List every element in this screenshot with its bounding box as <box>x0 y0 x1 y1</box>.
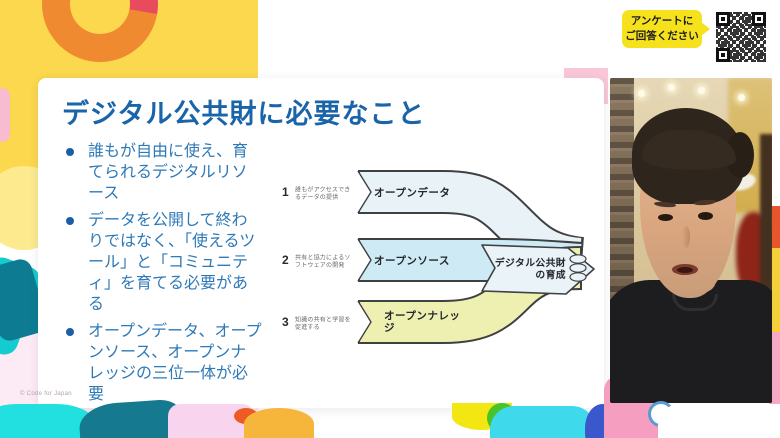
bg-shape-yellow-sliver <box>769 248 780 336</box>
person-eye <box>698 212 713 220</box>
person-nose <box>682 226 690 248</box>
bullet-item: データを公開して終わりではなく、「使えるツール」と「コミュニティ」を育てる必要が… <box>62 211 262 315</box>
banner-label-open-knowledge: オープンナレッ <box>384 309 460 322</box>
survey-badge-label: アンケートに ご回答ください <box>625 14 699 42</box>
qr-finder-icon <box>752 12 766 26</box>
qr-finder-icon <box>716 12 730 26</box>
step-note: 知識の共有と学習を <box>295 316 351 324</box>
banner-label-open-data: オープンデータ <box>374 186 450 199</box>
database-icon <box>569 254 587 282</box>
step-note: フトウェアの開発 <box>295 261 345 269</box>
banner-notch <box>357 238 372 282</box>
step-note: るデータの提供 <box>295 193 338 201</box>
ceiling-light <box>738 94 745 101</box>
step-number: 3 <box>282 315 289 329</box>
slide-footer-credit: © Code for Japan <box>20 391 72 397</box>
bullet-text: オープンデータ、オープンソース、オープンナレッジの三位一体が必要 <box>88 323 262 403</box>
bg-shape-pink-strip <box>0 88 10 142</box>
banner-notch <box>357 300 372 344</box>
bg-shape-white-card <box>658 404 780 438</box>
step-number: 1 <box>282 185 289 199</box>
banner-notch <box>357 170 372 214</box>
bullet-text: データを公開して終わりではなく、「使えるツール」と「コミュニティ」を育てる必要が… <box>88 212 256 313</box>
qr-code <box>712 8 770 66</box>
step-number: 2 <box>282 253 289 267</box>
result-badge <box>481 244 595 295</box>
bg-shape-pink-sliver <box>769 332 780 412</box>
person-mouth-open <box>677 267 693 273</box>
qr-finder-icon <box>716 48 730 62</box>
step-note: 共有と協力によるソ <box>295 254 351 262</box>
bullet-dot-icon <box>66 217 74 226</box>
bullet-item: オープンデータ、オープンソース、オープンナレッジの三位一体が必要 <box>62 322 262 405</box>
flow-diagram: 1 2 3 誰もがアクセスでき るデータの提供 共有と協力によるソ フトウェアの… <box>282 170 595 344</box>
step-note: 促進する <box>295 323 320 331</box>
step-note: 誰もがアクセスでき <box>295 186 351 194</box>
speech-bubble-tail-icon <box>701 22 710 36</box>
bullet-text: 誰もが自由に使え、育てられるデジタルリソース <box>88 143 249 202</box>
presentation-slide: デジタル公共財に必要なこと 誰もが自由に使え、育てられるデジタルリソース データ… <box>38 78 604 408</box>
bullet-list: 誰もが自由に使え、育てられるデジタルリソース データを公開して終わりではなく、「… <box>62 142 262 413</box>
person-eye <box>658 214 673 221</box>
bullet-item: 誰もが自由に使え、育てられるデジタルリソース <box>62 142 262 204</box>
bg-shape-cyan-blob <box>490 406 596 438</box>
slide-title: デジタル公共財に必要なこと <box>62 99 426 129</box>
bullet-dot-icon <box>66 148 74 156</box>
ceiling-light <box>698 87 705 94</box>
banner-label-open-knowledge: ジ <box>384 322 395 334</box>
ceiling-light <box>638 90 645 97</box>
webcam-video <box>610 78 772 403</box>
result-label: デジタル公共財 <box>495 256 566 269</box>
survey-badge: アンケートに ご回答ください <box>622 10 710 48</box>
bullet-dot-icon <box>66 328 74 337</box>
result-label: の育成 <box>535 268 566 281</box>
bg-shape-orange-dome <box>244 408 314 438</box>
banner-label-open-source: オープンソース <box>374 254 450 267</box>
ceiling-light <box>668 84 675 91</box>
